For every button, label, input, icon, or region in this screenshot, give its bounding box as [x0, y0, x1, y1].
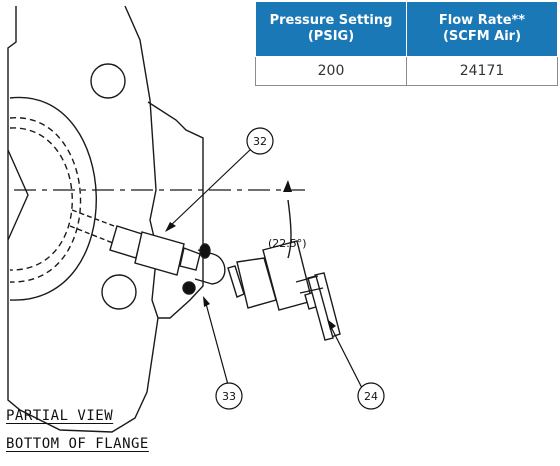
table-row: 200 24171: [255, 56, 558, 86]
bolt-hole-bottom: [101, 274, 137, 310]
callout-circle-33: [215, 382, 243, 410]
view-title-line-2: BOTTOM OF FLANGE: [6, 436, 149, 452]
flange-outline: [7, 5, 159, 433]
callout-33: 33: [222, 390, 236, 403]
table-header-row: Pressure Setting (PSIG) Flow Rate** (SCF…: [255, 1, 558, 57]
leader-33-arrowhead: [203, 296, 210, 307]
angle-label: (22.5°): [268, 237, 307, 250]
cell-pressure: 200: [255, 56, 407, 86]
callout-32: 32: [253, 135, 267, 148]
view-title-line-1: PARTIAL VIEW: [6, 408, 114, 424]
valve-24: [227, 240, 341, 341]
spec-table: Pressure Setting (PSIG) Flow Rate** (SCF…: [255, 1, 558, 86]
flange-recess: [147, 101, 204, 319]
leader-24: [329, 324, 364, 391]
header-flow-rate: Flow Rate** (SCFM Air): [406, 1, 558, 57]
bore-arc-inner: [9, 117, 82, 283]
callout-circle-32: [246, 127, 274, 155]
leader-32: [167, 147, 253, 229]
bore-arc-outer: [9, 96, 97, 301]
cell-flow: 24171: [406, 56, 558, 86]
leader-24-arrowhead: [327, 319, 336, 330]
u-tube-end-top: [199, 243, 211, 259]
angle-arc: [287, 199, 292, 259]
callout-circle-24: [357, 382, 385, 410]
callout-24: 24: [364, 390, 378, 403]
nipple: [69, 209, 123, 246]
bore-arc-inner2: [9, 127, 73, 271]
bolt-hole-top: [90, 63, 126, 99]
angle-arrow-head: [283, 180, 292, 192]
fitting-32: [109, 225, 201, 276]
leader-33: [204, 299, 231, 393]
leader-32-arrowhead: [165, 222, 176, 232]
flange-notch: [7, 149, 29, 241]
u-tube-end-bottom: [182, 281, 196, 295]
header-pressure-setting: Pressure Setting (PSIG): [255, 1, 407, 57]
